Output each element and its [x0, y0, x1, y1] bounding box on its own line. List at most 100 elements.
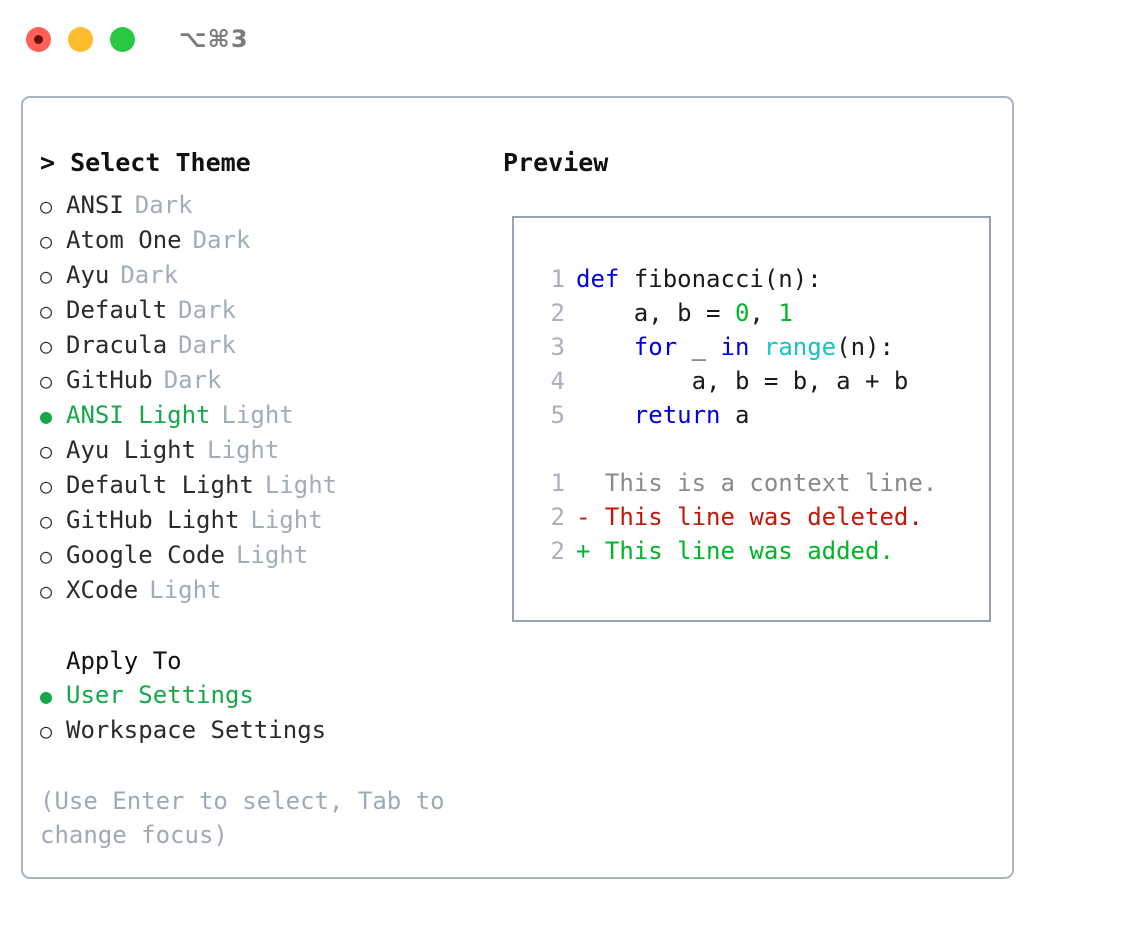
code-token: fibonacci(n): [633, 265, 822, 293]
theme-variant-label: Light [221, 401, 294, 429]
theme-name: Default [66, 296, 168, 324]
code-blank-line [531, 432, 989, 466]
diff-marker: + [576, 537, 591, 565]
code-line: 1 def fibonacci(n): [531, 262, 989, 296]
titlebar: ⌥⌘3 [0, 0, 1140, 78]
radio-unselected-icon: ○ [40, 544, 53, 568]
code-token: range [763, 333, 837, 361]
select-theme-heading: > Select Theme [40, 148, 251, 177]
theme-variant-label: Dark [178, 331, 236, 359]
line-number: 2 [550, 299, 565, 327]
theme-name: GitHub Light [66, 506, 240, 534]
theme-list-item[interactable]: ○ Ayu Light Light [40, 433, 503, 468]
line-number: 4 [550, 367, 565, 395]
theme-variant-label: Dark [163, 366, 222, 394]
theme-variant-label: Dark [134, 191, 193, 219]
line-number: 3 [550, 333, 565, 361]
apply-to-option[interactable]: ○ Workspace Settings [40, 713, 503, 748]
radio-unselected-icon: ○ [40, 579, 53, 603]
line-number: 1 [550, 265, 565, 293]
theme-variant-label: Light [207, 436, 280, 464]
radio-unselected-icon: ○ [40, 194, 53, 218]
theme-name: Dracula [66, 331, 168, 359]
radio-unselected-icon: ○ [40, 299, 53, 323]
code-token: 0 [734, 299, 750, 327]
code-token: def [576, 265, 634, 293]
diff-line: 2 + This line was added. [531, 534, 989, 568]
radio-unselected-icon: ○ [40, 439, 53, 463]
window-controls [26, 26, 135, 52]
code-token: a, b = [576, 299, 735, 327]
line-number: 2 [550, 537, 565, 565]
recording-indicator-icon [34, 34, 43, 44]
minimize-dot[interactable] [68, 26, 93, 52]
radio-unselected-icon: ○ [40, 474, 53, 498]
theme-list-item[interactable]: ○ Atom One Dark [40, 223, 503, 258]
code-token [576, 401, 634, 429]
code-token: , [749, 299, 779, 327]
diff-line-text: This is a context line. [590, 469, 938, 497]
code-line-content: for _ in range(n): [576, 330, 894, 364]
code-line-content: return a [576, 398, 750, 432]
code-line: 3 for _ in range(n): [531, 330, 989, 364]
radio-unselected-icon: ○ [40, 334, 53, 358]
maximize-dot[interactable] [110, 26, 135, 52]
preview-heading: Preview [503, 148, 609, 177]
close-dot[interactable] [26, 26, 51, 52]
line-number: 1 [550, 469, 565, 497]
code-token: _ [677, 333, 721, 361]
diff-line-text: This line was added. [590, 537, 894, 565]
code-token [749, 333, 763, 361]
theme-name: Ayu Light [66, 436, 197, 464]
diff-marker: - [576, 503, 591, 531]
keyboard-hint-text: (Use Enter to select, Tab to change focu… [40, 787, 445, 849]
theme-name: ANSI Light [66, 401, 211, 429]
diff-line: 1 This is a context line. [531, 466, 989, 500]
theme-list-item[interactable]: ○ Default Dark [40, 293, 503, 328]
code-line: 4 a, b = b, a + b [531, 364, 989, 398]
theme-name: Ayu [66, 261, 110, 289]
radio-selected-icon: ● [40, 684, 53, 708]
theme-variant-label: Dark [120, 261, 179, 289]
theme-name: Atom One [66, 226, 182, 254]
code-token: return [633, 401, 721, 429]
theme-name: ANSI [66, 191, 124, 219]
theme-variant-label: Light [235, 541, 309, 569]
code-line: 2 a, b = 0, 1 [531, 296, 989, 330]
theme-list-item[interactable]: ○ Dracula Dark [40, 328, 503, 363]
code-token: in [720, 333, 750, 361]
apply-to-option-label: Workspace Settings [66, 716, 327, 744]
apply-to-option[interactable]: ● User Settings [40, 678, 503, 713]
apply-to-options[interactable]: ● User Settings ○ Workspace Settings [40, 678, 503, 748]
theme-list-item[interactable]: ○ ANSI Dark [40, 188, 503, 223]
theme-variant-label: Dark [178, 296, 236, 324]
keyboard-shortcut-label: ⌥⌘3 [179, 25, 249, 53]
theme-name: XCode [66, 576, 139, 604]
theme-variant-label: Dark [192, 226, 251, 254]
code-token: a, b = b, a + b [576, 367, 909, 395]
apply-to-option-label: User Settings [66, 681, 254, 709]
theme-list-item[interactable]: ○ GitHub Dark [40, 363, 503, 398]
diff-marker [576, 466, 590, 500]
radio-unselected-icon: ○ [40, 229, 53, 253]
code-line-content: a, b = 0, 1 [576, 296, 793, 330]
code-token [576, 333, 634, 361]
radio-unselected-icon: ○ [40, 369, 53, 393]
theme-variant-label: Light [250, 506, 323, 534]
theme-name: GitHub [66, 366, 153, 394]
code-token: 1 [778, 299, 793, 327]
radio-unselected-icon: ○ [40, 719, 53, 743]
line-number: 5 [550, 401, 565, 429]
